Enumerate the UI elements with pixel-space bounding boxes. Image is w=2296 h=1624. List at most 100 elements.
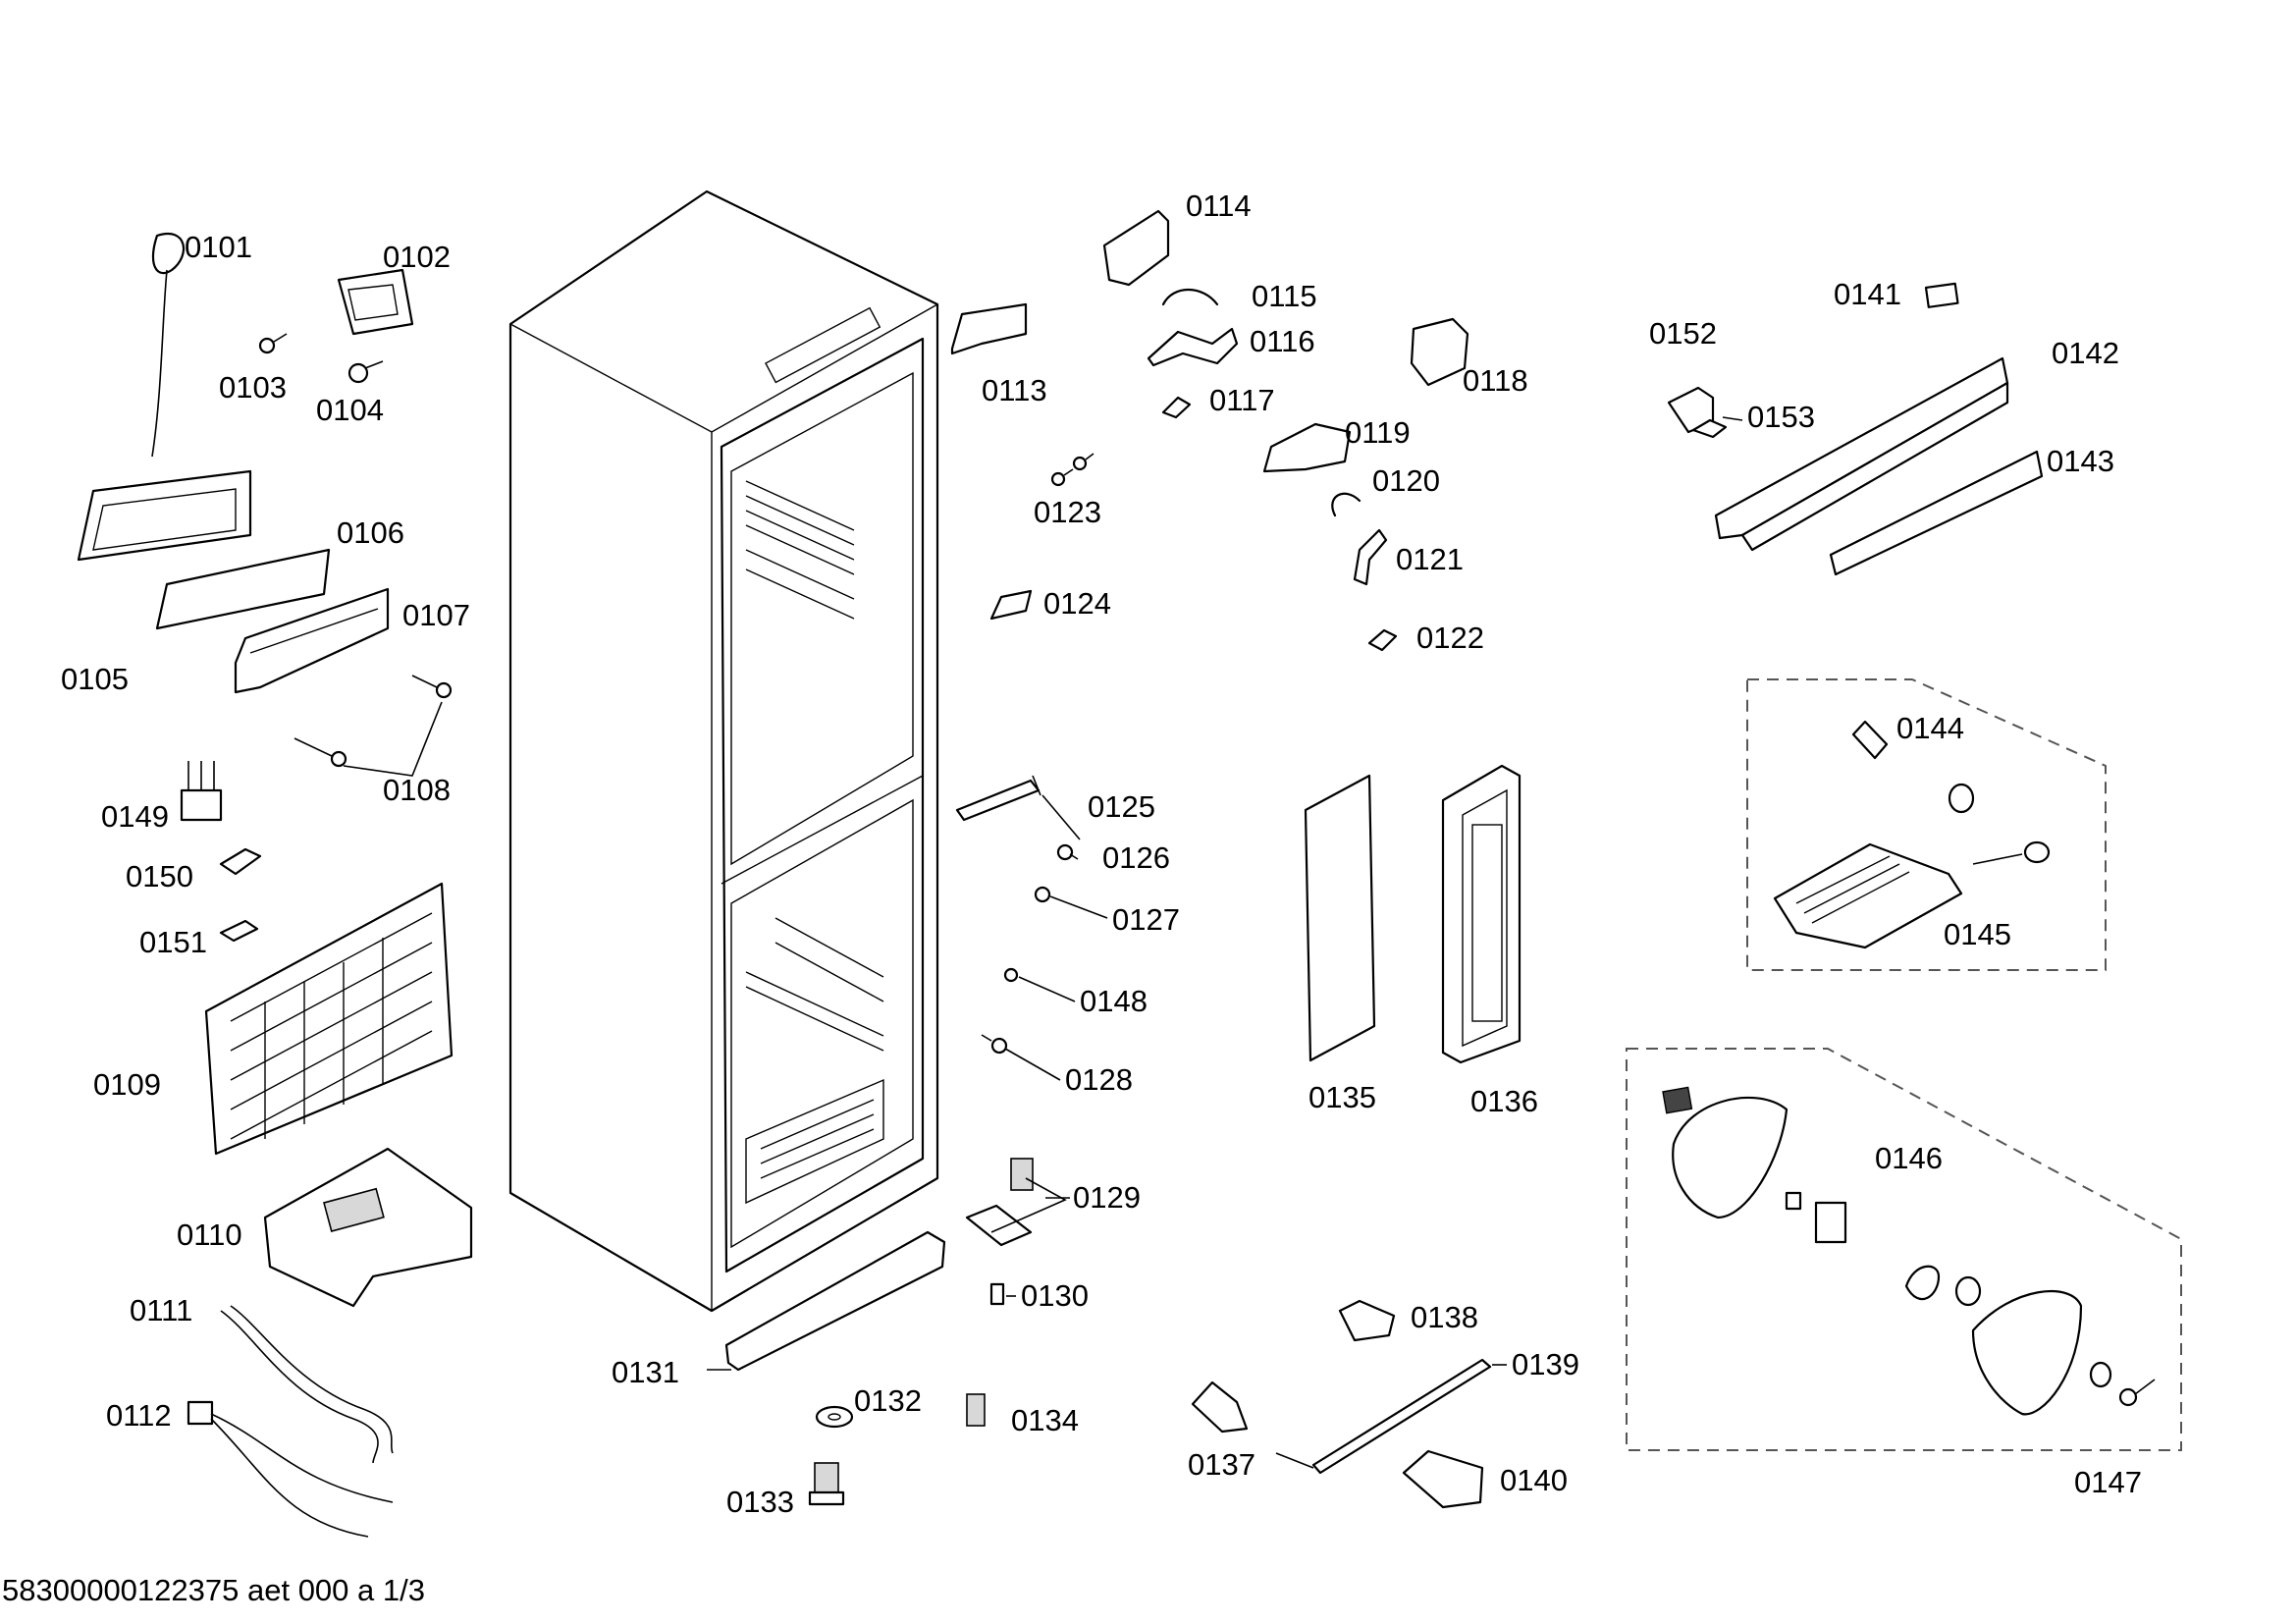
screw-0103-part <box>258 333 288 354</box>
lamp-cover-0145-part <box>1773 842 1963 949</box>
label-0107: 0107 <box>402 598 470 632</box>
label-0153: 0153 <box>1747 400 1815 434</box>
foot-0133-part <box>808 1462 845 1506</box>
part-labels: 0101 0102 0103 0104 0105 0106 0107 0108 … <box>61 189 2142 1519</box>
base-strip-0131-part <box>724 1230 946 1372</box>
foot-0130-part <box>989 1282 1005 1306</box>
bulb-part <box>2023 840 2051 864</box>
screws-0108-part <box>294 675 453 777</box>
label-0104: 0104 <box>316 393 384 427</box>
label-0125: 0125 <box>1088 789 1155 824</box>
label-0144: 0144 <box>1896 711 1964 745</box>
label-0139: 0139 <box>1512 1347 1579 1381</box>
label-0114: 0114 <box>1186 189 1252 223</box>
label-0147: 0147 <box>2074 1465 2142 1499</box>
fan-blade-part <box>1904 1265 1982 1307</box>
strip-0143-part <box>1829 450 2044 576</box>
fan-cover-0147-part <box>1971 1289 2156 1416</box>
label-0120: 0120 <box>1372 463 1440 498</box>
lamp-ring-part <box>1948 783 1975 814</box>
label-0151: 0151 <box>139 925 207 959</box>
label-0137: 0137 <box>1188 1447 1255 1482</box>
label-0121: 0121 <box>1396 542 1464 576</box>
cap-0140-part <box>1402 1449 1484 1509</box>
label-0103: 0103 <box>219 370 287 405</box>
label-0116: 0116 <box>1250 324 1315 358</box>
label-0128: 0128 <box>1065 1062 1133 1097</box>
label-0150: 0150 <box>126 859 193 893</box>
label-0129: 0129 <box>1073 1180 1141 1215</box>
label-0106: 0106 <box>337 515 404 550</box>
label-0113: 0113 <box>982 373 1047 407</box>
screw-0126-part <box>1056 843 1079 861</box>
label-0105: 0105 <box>61 662 129 696</box>
hinge-0129-part <box>965 1158 1034 1247</box>
wire-harness-0111-part <box>220 1305 394 1464</box>
label-0143: 0143 <box>2047 444 2114 478</box>
wire-harness-0112-part <box>187 1400 394 1538</box>
cap-0141-part <box>1924 282 1959 308</box>
bracket-0114-part <box>1102 209 1170 287</box>
label-0108: 0108 <box>383 773 451 807</box>
label-0117: 0117 <box>1209 383 1275 417</box>
hinge-0125-part <box>955 775 1041 822</box>
fan-kit-box <box>1626 1048 2182 1451</box>
connector-0152-part <box>1667 386 1715 434</box>
connector-0153-part <box>1691 418 1728 439</box>
label-0130: 0130 <box>1021 1278 1089 1313</box>
plug-0124-part <box>989 589 1033 621</box>
door-0136-part <box>1441 764 1522 1064</box>
frame-0105-part <box>77 469 252 562</box>
clip-0150-part <box>219 847 262 876</box>
label-0133: 0133 <box>726 1485 794 1519</box>
label-0141: 0141 <box>1834 277 1901 311</box>
block-0138-part <box>1338 1299 1396 1342</box>
condenser-grille-0109-part <box>204 882 454 1156</box>
connector-0149-part <box>180 761 223 822</box>
washer-0132-part <box>815 1405 854 1429</box>
cover-0118-part <box>1410 317 1469 387</box>
tray-0110-part <box>263 1147 473 1308</box>
label-0140: 0140 <box>1500 1463 1568 1497</box>
label-0127: 0127 <box>1112 902 1180 937</box>
fridge-cabinet <box>508 189 939 1313</box>
label-0110: 0110 <box>177 1218 242 1252</box>
label-0115: 0115 <box>1252 279 1317 313</box>
bracket-0121-part <box>1353 528 1388 586</box>
label-0152: 0152 <box>1649 316 1717 351</box>
bracket-0102-part <box>337 268 414 336</box>
label-0111: 0111 <box>130 1293 192 1327</box>
label-0149: 0149 <box>101 799 169 834</box>
label-0124: 0124 <box>1043 586 1111 621</box>
screw-0104-part <box>347 360 384 384</box>
label-0109: 0109 <box>93 1067 161 1102</box>
cover-0113-part <box>950 302 1028 355</box>
label-0136: 0136 <box>1470 1084 1538 1118</box>
pin-0128-part <box>981 1034 1008 1055</box>
label-0134: 0134 <box>1011 1403 1079 1437</box>
clip-0151-part <box>219 919 259 943</box>
label-0145: 0145 <box>1944 917 2011 951</box>
bolt-0134-part <box>966 1393 986 1427</box>
label-0131: 0131 <box>612 1355 679 1389</box>
screws-0123-part <box>1050 453 1095 487</box>
clip-0120-part <box>1331 492 1362 517</box>
fan-housing-part <box>1662 1086 1789 1219</box>
clip-0117-part <box>1161 396 1192 419</box>
label-0142: 0142 <box>2052 336 2119 370</box>
power-cord-part <box>151 233 186 458</box>
lamp-socket-0144-part <box>1851 720 1889 760</box>
label-0132: 0132 <box>854 1383 922 1418</box>
label-0123: 0123 <box>1034 495 1101 529</box>
door-panel-0135-part <box>1304 774 1376 1062</box>
bracket-0116-part <box>1147 327 1239 367</box>
label-0148: 0148 <box>1080 984 1148 1018</box>
panel-0107-part <box>234 587 390 694</box>
label-0101: 0101 <box>185 230 252 264</box>
label-0138: 0138 <box>1411 1300 1478 1334</box>
label-0119: 0119 <box>1345 415 1411 450</box>
clip-0137-part <box>1191 1380 1249 1434</box>
rod-0139-part <box>1311 1358 1492 1475</box>
fan-motor-0146-part <box>1785 1191 1847 1244</box>
